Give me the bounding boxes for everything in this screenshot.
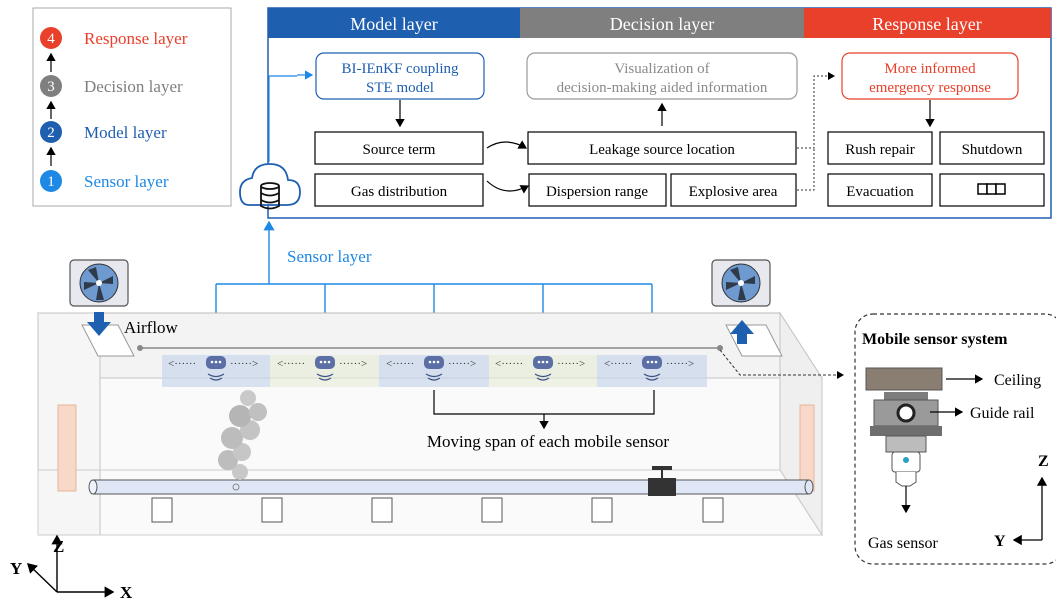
svg-text:<······: <······: [495, 358, 523, 370]
svg-text:<······: <······: [386, 358, 414, 370]
legend-label-decision: Decision layer: [84, 77, 183, 96]
airflow-up-arrow-icon: [730, 320, 754, 344]
mobile-sensor-3: <······ ······>: [386, 356, 476, 381]
svg-text:3: 3: [47, 79, 55, 95]
explosive-area-label: Explosive area: [689, 184, 778, 200]
mobile-sensor-1: <······ ······>: [168, 356, 258, 381]
mobile-sensors: <······ ······> <······ ······> <······ …: [168, 356, 694, 381]
cloud-database-icon: [239, 163, 301, 210]
airflow-label: Airflow: [124, 318, 179, 337]
axis-x-label: X: [120, 583, 133, 602]
valve-icon: [648, 466, 676, 496]
svg-text:2: 2: [47, 125, 55, 141]
gas-pipeline: [88, 466, 814, 523]
gas-leak-smoke-icon: [218, 390, 267, 491]
mobile-system-title: Mobile sensor system: [862, 331, 1008, 348]
pipe-supports: [151, 497, 724, 523]
ellipsis-icon: [977, 183, 1006, 195]
ste-model-box: [315, 52, 485, 100]
evacuation-box: [827, 173, 933, 207]
header-decision-label: Decision layer: [610, 14, 714, 34]
svg-text:4: 4: [47, 31, 55, 47]
mini-axis-z-label: Z: [1038, 453, 1049, 470]
shutdown-label: Shutdown: [962, 142, 1023, 158]
axis-z-label: Z: [53, 537, 64, 556]
legend-item-model: 2 Model layer: [40, 121, 167, 143]
rush-repair-label: Rush repair: [845, 142, 915, 158]
moving-span-label: Moving span of each mobile sensor: [427, 432, 670, 451]
ste-model-line1: BI-IEnKF coupling: [341, 61, 459, 77]
header-decision: [520, 8, 804, 38]
svg-text:······>: ······>: [557, 358, 585, 370]
legend-item-response: 4 Response layer: [40, 27, 188, 49]
svg-text:······>: ······>: [230, 358, 258, 370]
mobile-sensor-2: <······ ······>: [277, 356, 367, 381]
leakage-location-label: Leakage source location: [589, 142, 735, 158]
informed-response-box: [841, 52, 1019, 100]
fan-right-icon: [711, 259, 771, 307]
tunnel-door-left: [57, 404, 77, 492]
header-model: [268, 8, 520, 38]
gas-sensor-label: Gas sensor: [868, 535, 938, 552]
dispersion-range-box: [528, 173, 667, 207]
source-term-box: [314, 131, 484, 165]
svg-text:<······: <······: [168, 358, 196, 370]
visualization-line1: Visualization of: [614, 61, 709, 77]
scene-axes: Z X Y: [10, 534, 133, 602]
leakage-location-box: [527, 131, 797, 165]
axis-y-label: Y: [10, 559, 22, 578]
gas-distribution-label: Gas distribution: [351, 184, 448, 200]
mobile-sensor-4: <······ ······>: [495, 356, 585, 381]
fan-left-icon: [69, 259, 129, 307]
informed-response-line1: More informed: [884, 61, 976, 77]
legend-label-response: Response layer: [84, 29, 188, 48]
tunnel-door-right: [799, 404, 815, 492]
sensor-layer-label: Sensor layer: [287, 247, 372, 266]
svg-text:······>: ······>: [448, 358, 476, 370]
dispersion-range-label: Dispersion range: [546, 184, 648, 200]
gas-distribution-box: [314, 173, 484, 207]
visualization-line2: decision-making aided information: [557, 80, 768, 96]
ceiling-label: Ceiling: [994, 372, 1041, 389]
svg-text:<······: <······: [604, 358, 632, 370]
ste-model-line2: STE model: [366, 80, 434, 96]
airflow-down-arrow-icon: [87, 312, 111, 336]
rush-repair-box: [827, 131, 933, 165]
source-term-label: Source term: [363, 142, 436, 158]
visualization-box: [526, 52, 798, 100]
svg-text:1: 1: [47, 174, 55, 190]
header-model-label: Model layer: [350, 14, 437, 34]
shutdown-box: [939, 131, 1045, 165]
mobile-sensor-system-panel: Mobile sensor system Ceiling Guide rail …: [854, 313, 1056, 565]
mobile-sensor-5: <······ ······>: [604, 356, 694, 381]
informed-response-line2: emergency response: [869, 80, 991, 96]
svg-text:<······: <······: [277, 358, 305, 370]
layer-legend: 4 Response layer 3 Decision layer 2 Mode…: [32, 7, 232, 207]
legend-item-decision: 3 Decision layer: [40, 75, 183, 97]
svg-text:······>: ······>: [666, 358, 694, 370]
system-panel: Model layer Decision layer Response laye…: [267, 7, 1052, 219]
evacuation-label: Evacuation: [846, 184, 914, 200]
svg-text:······>: ······>: [339, 358, 367, 370]
header-response-label: Response layer: [872, 14, 981, 34]
guide-rail-label: Guide rail: [970, 405, 1035, 422]
header-response: [804, 8, 1051, 38]
explosive-area-box: [670, 173, 797, 207]
moving-span-bracket: Moving span of each mobile sensor: [427, 390, 670, 451]
mini-axis-y-label: Y: [994, 533, 1006, 550]
legend-label-model: Model layer: [84, 123, 167, 142]
legend-label-sensor: Sensor layer: [84, 172, 169, 191]
legend-item-sensor: 1 Sensor layer: [40, 170, 169, 192]
